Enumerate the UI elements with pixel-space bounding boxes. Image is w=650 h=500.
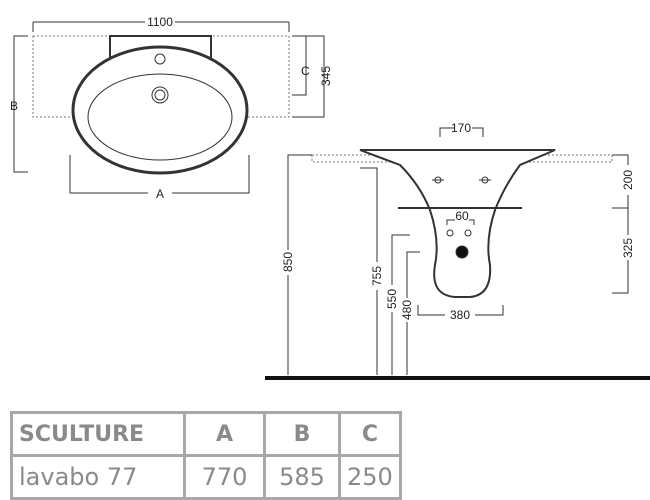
a-dimension: A [156,187,164,201]
header-b: B [263,411,341,457]
width-dimension: 1100 [147,15,173,29]
depth-dimension: 345 [319,66,333,86]
pedestal-height-dimension: 325 [621,238,635,258]
header-c: C [338,411,402,457]
cell-model: lavabo 77 [10,454,186,500]
cell-a: 770 [183,454,266,500]
pedestal-low-dimension: 480 [400,300,414,320]
side-view: 170 60 380 200 325 850 755 550 480 [265,121,650,380]
table-row: lavabo 77 770 585 250 [10,454,402,500]
rim-height-dimension: 755 [370,266,384,286]
upper-height-dimension: 200 [621,170,635,190]
holes-spacing-dimension: 60 [455,209,469,223]
top-view: 1100 B C 345 A [10,15,333,201]
total-height-dimension: 850 [281,252,295,272]
dimensions-table: SCULTURE A B C lavabo 77 770 585 250 [10,411,402,500]
c-dimension: C [301,64,310,78]
pedestal-width-dimension: 380 [450,308,470,322]
header-a: A [183,411,266,457]
bowl-height-dimension: 550 [385,289,399,309]
header-model: SCULTURE [10,411,186,457]
cell-b: 585 [263,454,341,500]
cell-c: 250 [338,454,402,500]
table-header-row: SCULTURE A B C [10,411,402,457]
b-dimension: B [10,99,18,113]
top-width-dimension: 170 [451,121,471,135]
